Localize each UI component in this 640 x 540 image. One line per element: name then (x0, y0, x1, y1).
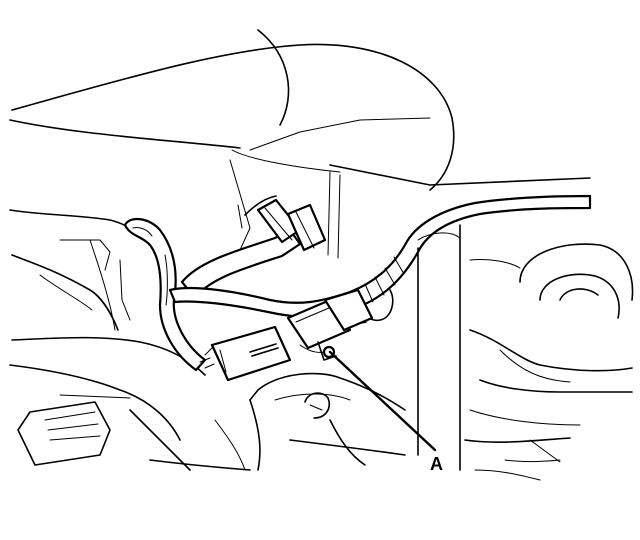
left-sensor-connector (199, 325, 292, 382)
left-bracket-structure (9, 209, 206, 471)
lower-engine-structure (149, 372, 541, 481)
callout-leader-line (328, 350, 437, 452)
right-side-structure (417, 224, 634, 471)
callout-label-a: A (430, 454, 443, 474)
harness-connector-a (286, 288, 374, 361)
upper-engine-structure (9, 29, 591, 259)
center-pipe (180, 195, 327, 300)
